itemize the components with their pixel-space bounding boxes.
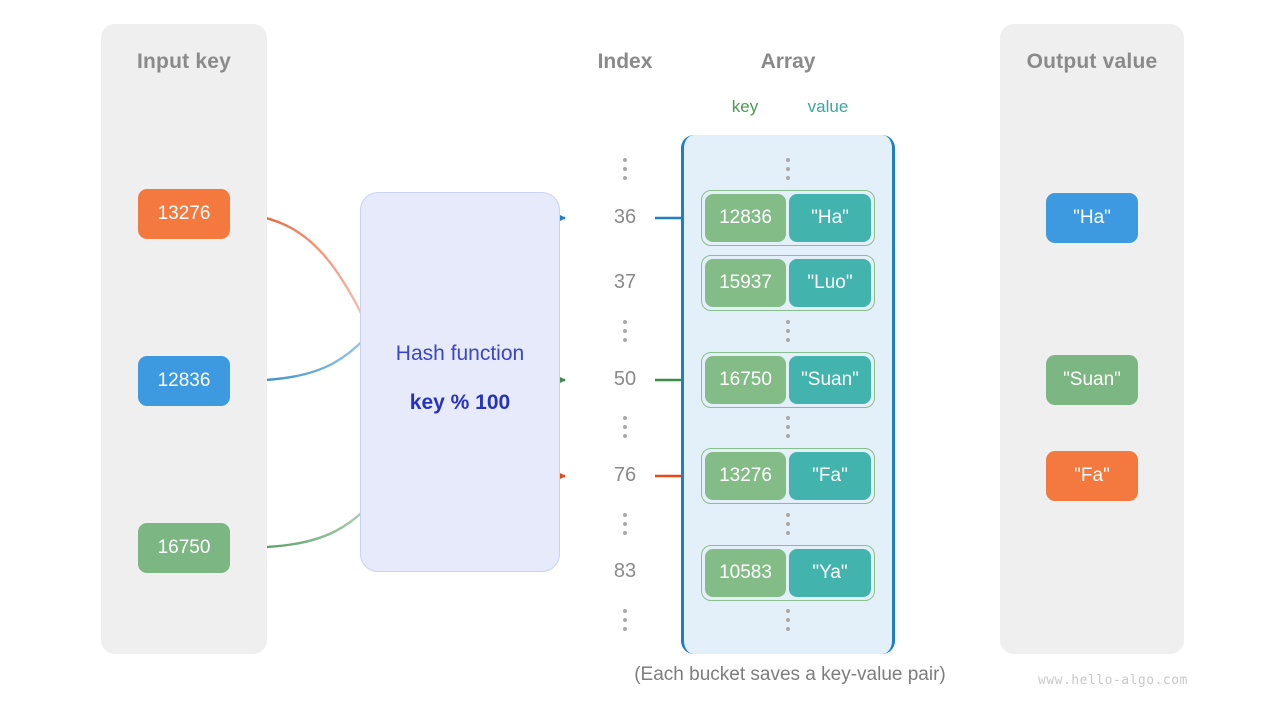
hash-function-label: Hash function [395,342,525,365]
output-panel-title: Output value [1026,50,1158,73]
hash-function-formula: key % 100 [409,391,511,414]
bucket-76[interactable]: 13276 "Fa" [701,448,875,504]
index-label-50: 50 [613,368,637,390]
bucket-50-key: 16750 [705,356,786,404]
index-ellipsis-2 [623,416,627,438]
bucket-76-value: "Fa" [789,452,871,500]
array-ellipsis-bottom [786,609,790,631]
index-ellipsis-top [623,158,627,180]
bucket-83-key: 10583 [705,549,786,597]
index-column-heading: Index [597,50,653,73]
diagram-caption: (Each bucket saves a key-value pair) [634,664,946,685]
output-value-chip-ha[interactable]: "Ha" [1046,193,1138,243]
output-value-chip-fa[interactable]: "Fa" [1046,451,1138,501]
bucket-37[interactable]: 15937 "Luo" [701,255,875,311]
bucket-37-value: "Luo" [789,259,871,307]
bucket-36-key: 12836 [705,194,786,242]
index-ellipsis-1 [623,320,627,342]
bucket-83[interactable]: 10583 "Ya" [701,545,875,601]
input-panel-title: Input key [137,50,231,73]
key-subheading: key [731,97,759,116]
index-label-37: 37 [613,271,637,293]
array-ellipsis-3 [786,513,790,535]
index-label-83: 83 [613,560,637,582]
index-ellipsis-3 [623,513,627,535]
index-label-36: 36 [613,206,637,228]
array-ellipsis-2 [786,416,790,438]
output-value-chip-suan[interactable]: "Suan" [1046,355,1138,405]
input-key-chip-16750[interactable]: 16750 [138,523,230,573]
bucket-76-key: 13276 [705,452,786,500]
bucket-37-key: 15937 [705,259,786,307]
array-ellipsis-1 [786,320,790,342]
input-key-chip-12836[interactable]: 12836 [138,356,230,406]
bucket-36[interactable]: 12836 "Ha" [701,190,875,246]
array-ellipsis-top [786,158,790,180]
bucket-36-value: "Ha" [789,194,871,242]
output-value-panel: Output value [1000,24,1184,654]
bucket-50[interactable]: 16750 "Suan" [701,352,875,408]
hash-function-box [360,192,560,572]
array-column-heading: Array [760,50,816,73]
bucket-83-value: "Ya" [789,549,871,597]
value-subheading: value [807,97,849,116]
input-key-chip-13276[interactable]: 13276 [138,189,230,239]
index-ellipsis-bottom [623,609,627,631]
index-label-76: 76 [613,464,637,486]
bucket-50-value: "Suan" [789,356,871,404]
watermark-url: www.hello-algo.com [1038,673,1188,688]
